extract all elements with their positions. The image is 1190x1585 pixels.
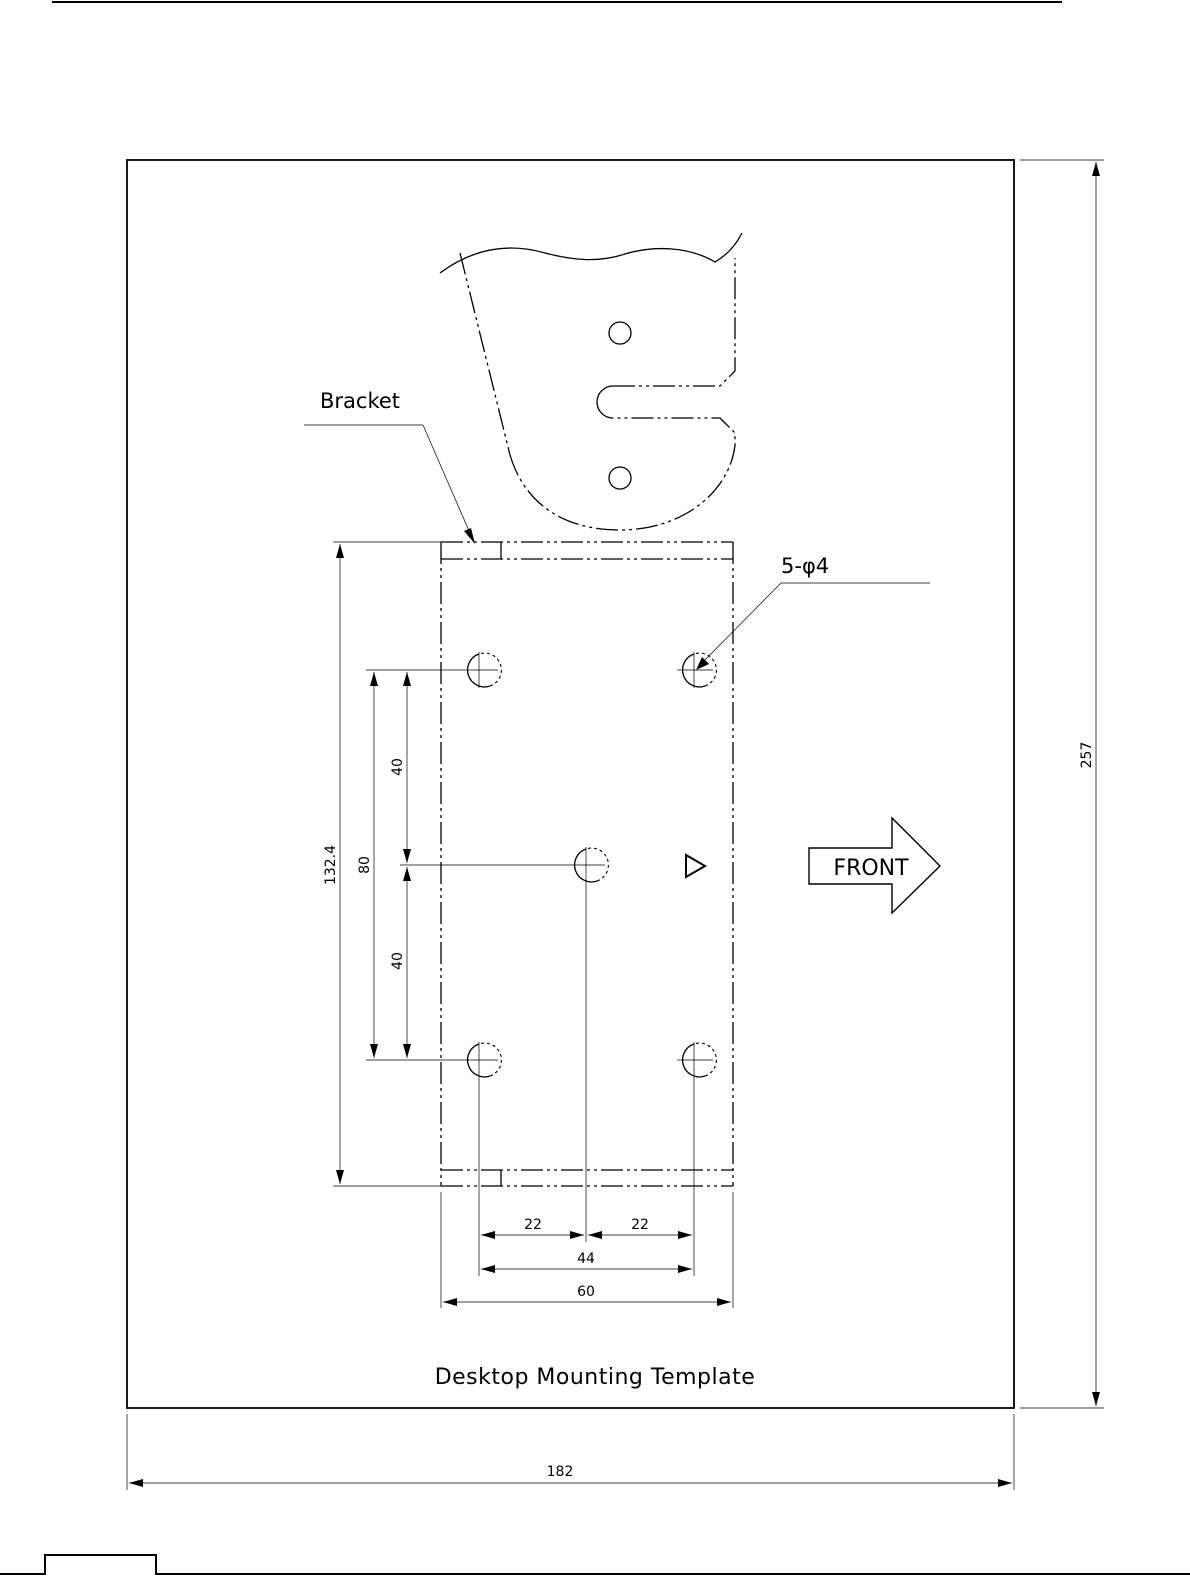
- sheet-width-dimension: 182: [127, 1414, 1014, 1490]
- mounting-hole-bottom-left: [462, 1042, 501, 1078]
- hole-span-horizontal-dimension: 44: [481, 1251, 692, 1273]
- sheet-height-dimension: 257: [1020, 160, 1104, 1408]
- base-plate-outline: [441, 542, 733, 1186]
- hole-span-vertical-dimension: 80: [357, 672, 378, 1058]
- bracket-length-value: 132.4: [323, 845, 339, 885]
- bracket-width-dimension: 60: [443, 1284, 731, 1306]
- mounting-hole-top-right: [677, 652, 716, 688]
- mounting-hole-bottom-right: [677, 1042, 716, 1078]
- bracket-leader: Bracket: [304, 389, 475, 544]
- hole-pitch-upper-value: 40: [390, 758, 406, 776]
- hole-span-horizontal-value: 44: [577, 1251, 595, 1267]
- template-title: Desktop Mounting Template: [435, 1365, 756, 1390]
- bracket-upper-hole-circle: [609, 322, 631, 344]
- mounting-hole-top-left: [462, 652, 501, 688]
- sheet-width-value: 182: [547, 1464, 574, 1480]
- bracket-width-value: 60: [577, 1284, 595, 1300]
- bracket-label: Bracket: [320, 389, 400, 413]
- hole-span-vertical-value: 80: [357, 856, 373, 874]
- holes-callout-leader: 5-φ4: [696, 554, 930, 670]
- page-footer-rule: [0, 1555, 1190, 1574]
- bracket-length-dimension: 132.4: [323, 544, 344, 1184]
- hole-pitch-lower-value: 40: [390, 952, 406, 970]
- front-triangle-marker: [686, 855, 705, 877]
- half-span-left-value: 22: [524, 1217, 542, 1233]
- half-span-dimensions: 22 22: [481, 1217, 692, 1239]
- sheet-height-value: 257: [1079, 742, 1095, 769]
- template-sheet-border: [127, 160, 1014, 1408]
- horizontal-extension-lines: [441, 883, 733, 1308]
- front-arrow: FRONT: [809, 818, 940, 913]
- holes-callout-label: 5-φ4: [781, 554, 829, 578]
- bracket-plate-outline: [440, 233, 742, 530]
- bracket-lower-hole-circle: [609, 467, 631, 489]
- half-span-right-value: 22: [631, 1217, 649, 1233]
- mounting-hole-center: [569, 847, 608, 883]
- front-label: FRONT: [833, 856, 909, 881]
